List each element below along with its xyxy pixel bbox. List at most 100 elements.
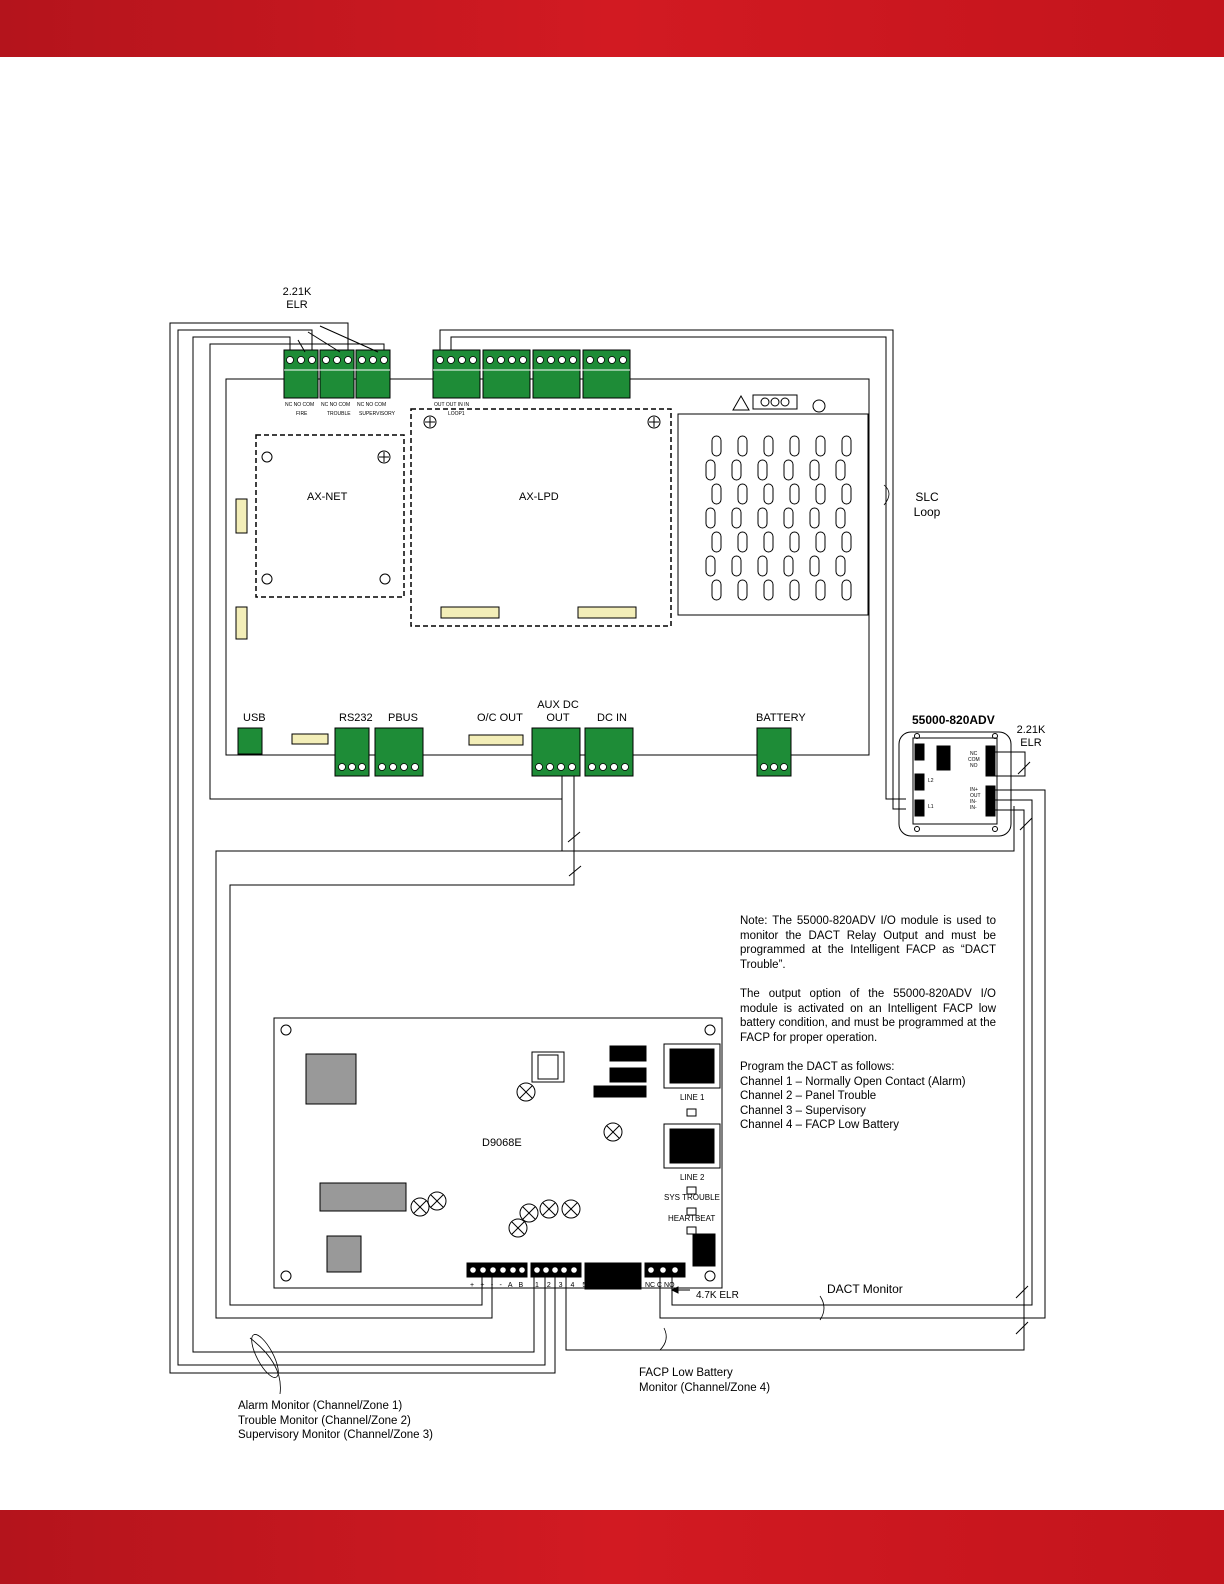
- power-supply: [677, 413, 869, 616]
- side-header-1: [235, 498, 248, 534]
- usb-label: USB: [243, 712, 266, 724]
- relay-terms-3: NC NO COM: [357, 402, 387, 408]
- small-header: [291, 733, 329, 745]
- test-point: [603, 1122, 623, 1142]
- lpd-header-left: [440, 606, 500, 619]
- aux-dc-out-label: AUX DC OUT: [533, 699, 583, 725]
- dialer-transformer: [531, 1051, 565, 1083]
- rs232-label: RS232: [339, 712, 373, 724]
- dact-monitor-wire-1: [659, 789, 1046, 1319]
- vent-slot: [711, 483, 722, 505]
- supervisory-monitor-label: Supervisory Monitor (Channel/Zone 3): [238, 1429, 433, 1442]
- aux-wire-2: [229, 776, 575, 1306]
- module-name-label: 55000-820ADV: [912, 713, 995, 727]
- note-channel-1: Channel 1 – Normally Open Contact (Alarm…: [740, 1075, 966, 1088]
- relay-terminal-screws: [286, 356, 388, 364]
- line2-jack: [663, 1123, 721, 1169]
- alarm-monitor-label: Alarm Monitor (Channel/Zone 1): [238, 1400, 403, 1412]
- dialer-black-4: [692, 1233, 716, 1267]
- vent-slot: [835, 555, 846, 577]
- relay-name-trouble: TROUBLE: [327, 411, 351, 417]
- module-pin-no: NO: [970, 763, 978, 769]
- vent-slot: [731, 555, 742, 577]
- loop-label: Loop: [913, 505, 941, 519]
- vent-slot: [763, 483, 774, 505]
- loop-name: LOOP1: [448, 411, 465, 417]
- module-l2: L2: [928, 778, 934, 784]
- battery-label: BATTERY: [756, 712, 806, 724]
- fuse-block: [752, 394, 798, 410]
- vent-slot: [763, 579, 774, 601]
- oc-out-header: [468, 734, 524, 746]
- relay-wire-c: [169, 322, 556, 1374]
- vent-slot: [711, 579, 722, 601]
- elr-top-unit: ELR: [286, 299, 308, 311]
- dialer-terms-a: + + - - A B: [470, 1282, 526, 1289]
- relay-wire-a: [192, 336, 535, 1353]
- relay-wire-d: [209, 343, 562, 800]
- header-band: [0, 0, 1224, 57]
- oc-out-label: O/C OUT: [477, 712, 523, 724]
- warning-icon: [732, 394, 750, 411]
- module-pin-in-minus-2: IN-: [970, 805, 977, 811]
- vent-slot: [789, 435, 800, 457]
- vent-slot: [789, 579, 800, 601]
- vent-slot: [841, 483, 852, 505]
- slc-loop-label: SLC Loop: [912, 490, 942, 520]
- module-pin-in-plus: IN+: [970, 787, 978, 793]
- vent-slot: [789, 531, 800, 553]
- heartbeat-label: HEARTBEAT: [668, 1214, 716, 1223]
- elr-right-value: 2.21K: [1016, 724, 1046, 736]
- lpd-header-right: [577, 606, 637, 619]
- low-battery-wire-1: [565, 809, 1025, 1351]
- slc-label: SLC: [915, 490, 939, 504]
- slc-wire-1: [439, 329, 906, 810]
- dialer-terms-c: NC C NO: [645, 1282, 675, 1289]
- test-point: [508, 1218, 528, 1238]
- dialer-chip-3: [326, 1235, 362, 1273]
- usb-port: [237, 727, 263, 755]
- dialer-black-1: [609, 1045, 647, 1062]
- dialer-black-3: [593, 1085, 647, 1098]
- vent-slot: [705, 459, 716, 481]
- vent-slot: [737, 579, 748, 601]
- vent-slot: [789, 483, 800, 505]
- vent-slot: [841, 579, 852, 601]
- dialer-board: [273, 1017, 723, 1289]
- note-paragraph-2: The output option of the 55000-820ADV I/…: [740, 987, 996, 1044]
- ax-net-label: AX-NET: [307, 491, 348, 503]
- vent-slot: [737, 483, 748, 505]
- pbus-label: PBUS: [388, 712, 418, 724]
- dialer-terminal-a: [466, 1262, 528, 1278]
- vent-slot: [809, 555, 820, 577]
- elr-top-value: 2.21K: [282, 286, 312, 298]
- dialer-connector: [584, 1262, 642, 1290]
- vent-slot: [763, 435, 774, 457]
- vent-slot: [737, 531, 748, 553]
- programming-note: Note: The 55000-820ADV I/O module is use…: [740, 914, 996, 1133]
- vent-slot: [815, 579, 826, 601]
- facp-low-battery-line2: Monitor (Channel/Zone 4): [639, 1381, 771, 1394]
- vent-slot: [809, 459, 820, 481]
- trouble-monitor-label: Trouble Monitor (Channel/Zone 2): [238, 1414, 411, 1427]
- vent-slot: [705, 555, 716, 577]
- note-program-title: Program the DACT as follows:: [740, 1060, 895, 1073]
- monitor-callout: Alarm Monitor (Channel/Zone 1) Trouble M…: [238, 1399, 433, 1443]
- ax-net-module: [255, 434, 405, 598]
- vent-slot: [731, 507, 742, 529]
- aux-wire-1: [215, 776, 563, 1319]
- io-module-housing: [898, 731, 1012, 837]
- vent-slot: [705, 507, 716, 529]
- relay-terms-1: NC NO COM: [285, 402, 315, 408]
- dact-monitor-label: DACT Monitor: [827, 1282, 903, 1296]
- vent-slot: [711, 435, 722, 457]
- note-channel-2: Channel 2 – Panel Trouble: [740, 1090, 877, 1103]
- vent-slot: [841, 435, 852, 457]
- vent-slot: [809, 507, 820, 529]
- dact-monitor-wire-2: [671, 799, 1033, 1306]
- vent-slot: [815, 483, 826, 505]
- facp-low-battery-callout: FACP Low Battery Monitor (Channel/Zone 4…: [639, 1366, 770, 1395]
- vent-slot: [757, 507, 768, 529]
- aux-to-module: [562, 806, 1015, 852]
